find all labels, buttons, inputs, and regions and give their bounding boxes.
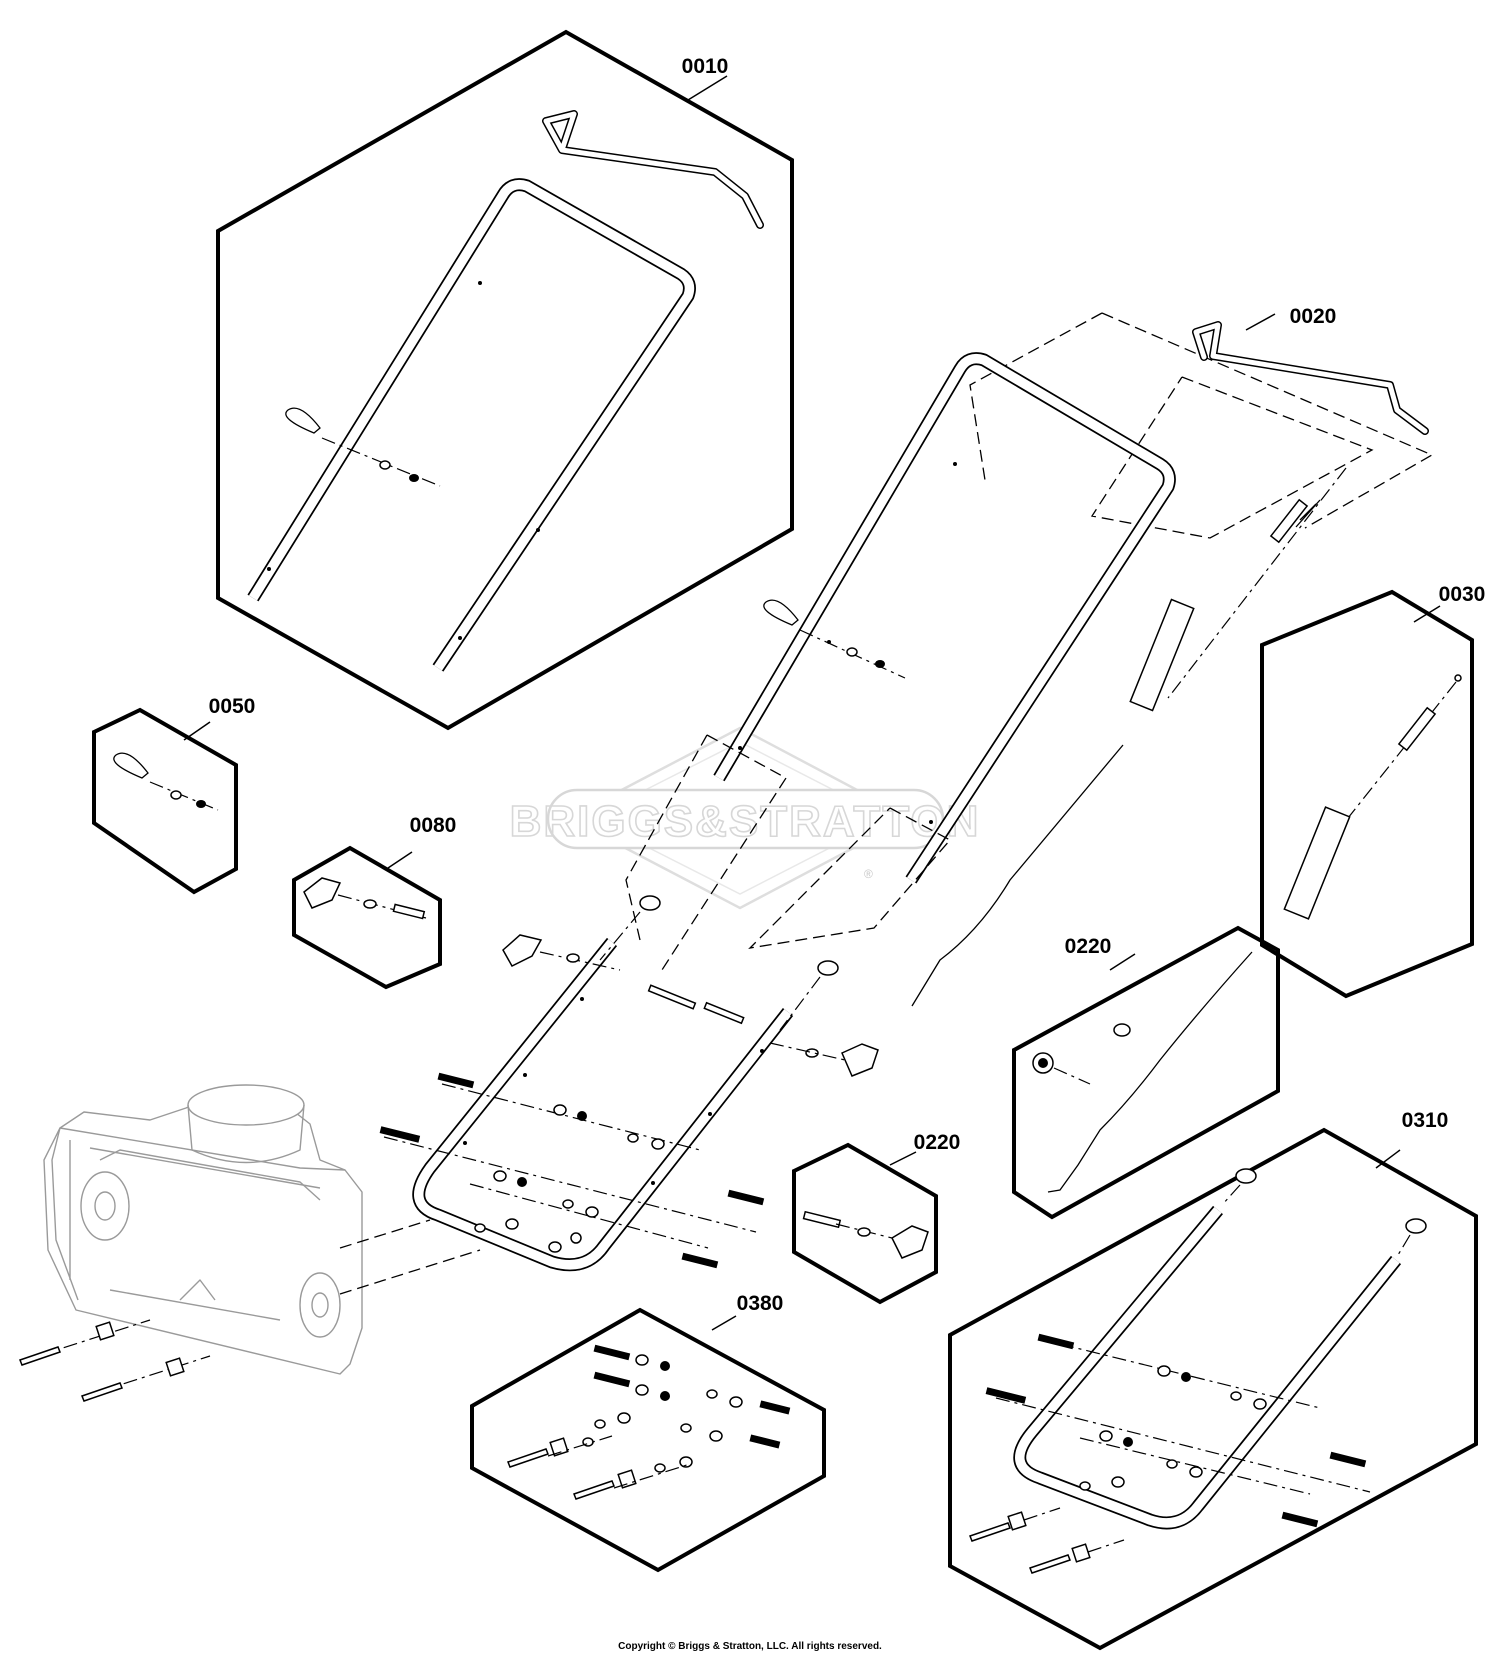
group-0380-hardware-kit[interactable]: 0380	[470, 1292, 826, 1573]
callout-0010: 0010	[682, 55, 729, 78]
group-0310-lower-handle-kit[interactable]: 0310	[948, 1109, 1478, 1651]
copyright-footer: Copyright © Briggs & Stratton, LLC. All …	[618, 1641, 882, 1652]
callout-0220-right: 0220	[914, 1131, 961, 1154]
watermark-text: BRIGGS&STRATTON	[510, 797, 981, 846]
group-0010-upper-handle-kit[interactable]: 0010	[216, 29, 794, 731]
group-0080-drive-cable-kit[interactable]: 0220	[1012, 925, 1280, 1220]
group-0220-knob-kit-left[interactable]: 0080	[292, 814, 457, 990]
watermark-registered-mark: ®	[864, 867, 873, 881]
group-0030-cable-grip-kit[interactable]: 0030	[1260, 583, 1486, 999]
group-0020-handle-assembly[interactable]: 0020	[625, 305, 1434, 1007]
callout-0020: 0020	[1290, 305, 1337, 328]
brand-watermark: BRIGGS&STRATTON ®	[509, 726, 981, 910]
callout-0220-left: 0080	[410, 814, 457, 837]
callout-0080: 0220	[1065, 935, 1112, 958]
callout-0030: 0030	[1439, 583, 1486, 606]
lower-handle-assembly[interactable]	[379, 895, 879, 1272]
group-0220-knob-kit-right[interactable]: 0220	[792, 1131, 961, 1305]
callout-0050: 0050	[209, 695, 256, 718]
callout-0310: 0310	[1402, 1109, 1449, 1132]
engine-housing-reference	[19, 1084, 481, 1402]
group-0050-clip-pin-kit[interactable]: 0050	[92, 695, 256, 895]
callout-0380: 0380	[737, 1292, 784, 1315]
